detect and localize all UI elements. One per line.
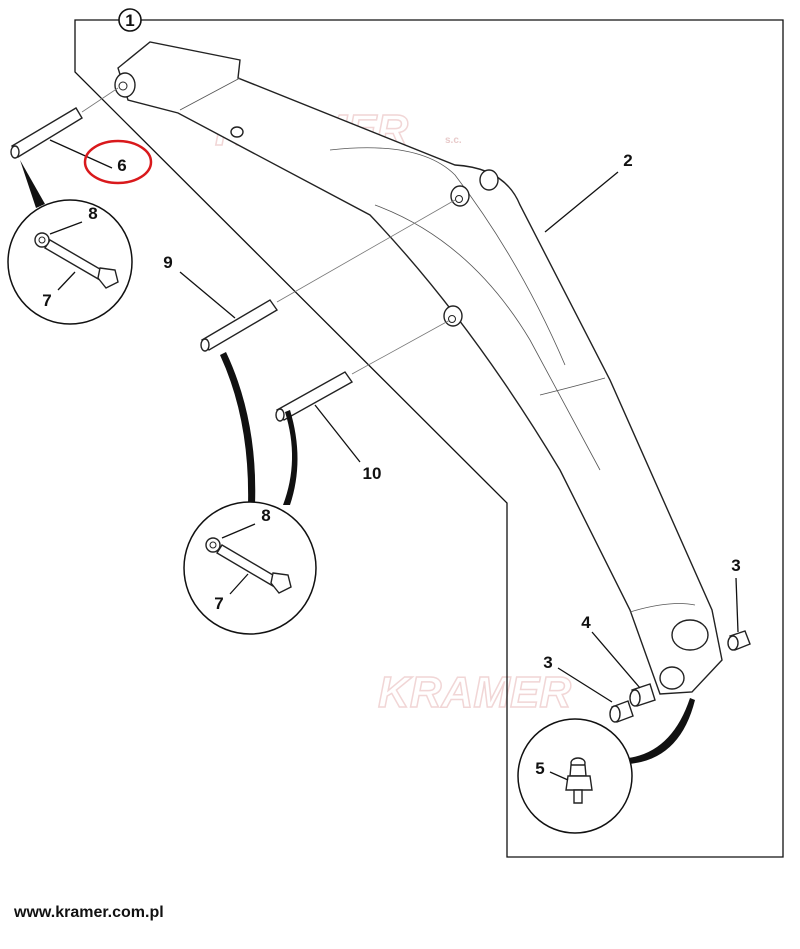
callout-8[interactable]: 8: [88, 204, 97, 223]
website-url[interactable]: www.kramer.com.pl: [14, 904, 164, 921]
watermark-bottom: KRAMER: [378, 668, 571, 717]
watermark-suffix: s.c.: [445, 135, 462, 146]
detail-pointer: [20, 160, 45, 208]
assembly-callout-circle: [118, 8, 142, 32]
pin-10[interactable]: [275, 371, 354, 422]
detail-pointer-2: [220, 352, 256, 505]
assembly-frame: [74, 19, 784, 858]
pin-6[interactable]: [10, 107, 83, 159]
callout-3-right[interactable]: 3: [731, 556, 740, 575]
callout-9[interactable]: 9: [163, 253, 172, 272]
callout-5[interactable]: 5: [535, 759, 544, 778]
callout-7b[interactable]: 7: [214, 594, 223, 613]
callout-3-left[interactable]: 3: [543, 653, 552, 672]
bolt-7-detail[interactable]: [34, 232, 119, 289]
bushing-4[interactable]: [629, 683, 656, 707]
bushing-3-left[interactable]: [609, 700, 634, 723]
highlight-ring: [83, 139, 153, 185]
callout-8b[interactable]: 8: [261, 506, 270, 525]
detail-pointer-4: [628, 698, 695, 764]
callout-1[interactable]: 1: [125, 11, 134, 30]
boom[interactable]: [114, 41, 723, 695]
detail-pointer-3: [283, 410, 298, 505]
callout-7[interactable]: 7: [42, 291, 51, 310]
callout-10[interactable]: 10: [363, 464, 382, 483]
pin-9[interactable]: [200, 299, 279, 352]
callout-4[interactable]: 4: [581, 613, 591, 632]
grease-nipple-5[interactable]: [565, 757, 593, 804]
bushing-3-right[interactable]: [727, 630, 751, 651]
callout-6[interactable]: 6: [117, 156, 126, 175]
bolt-7-detail-2[interactable]: [205, 537, 292, 594]
callout-2[interactable]: 2: [623, 151, 632, 170]
